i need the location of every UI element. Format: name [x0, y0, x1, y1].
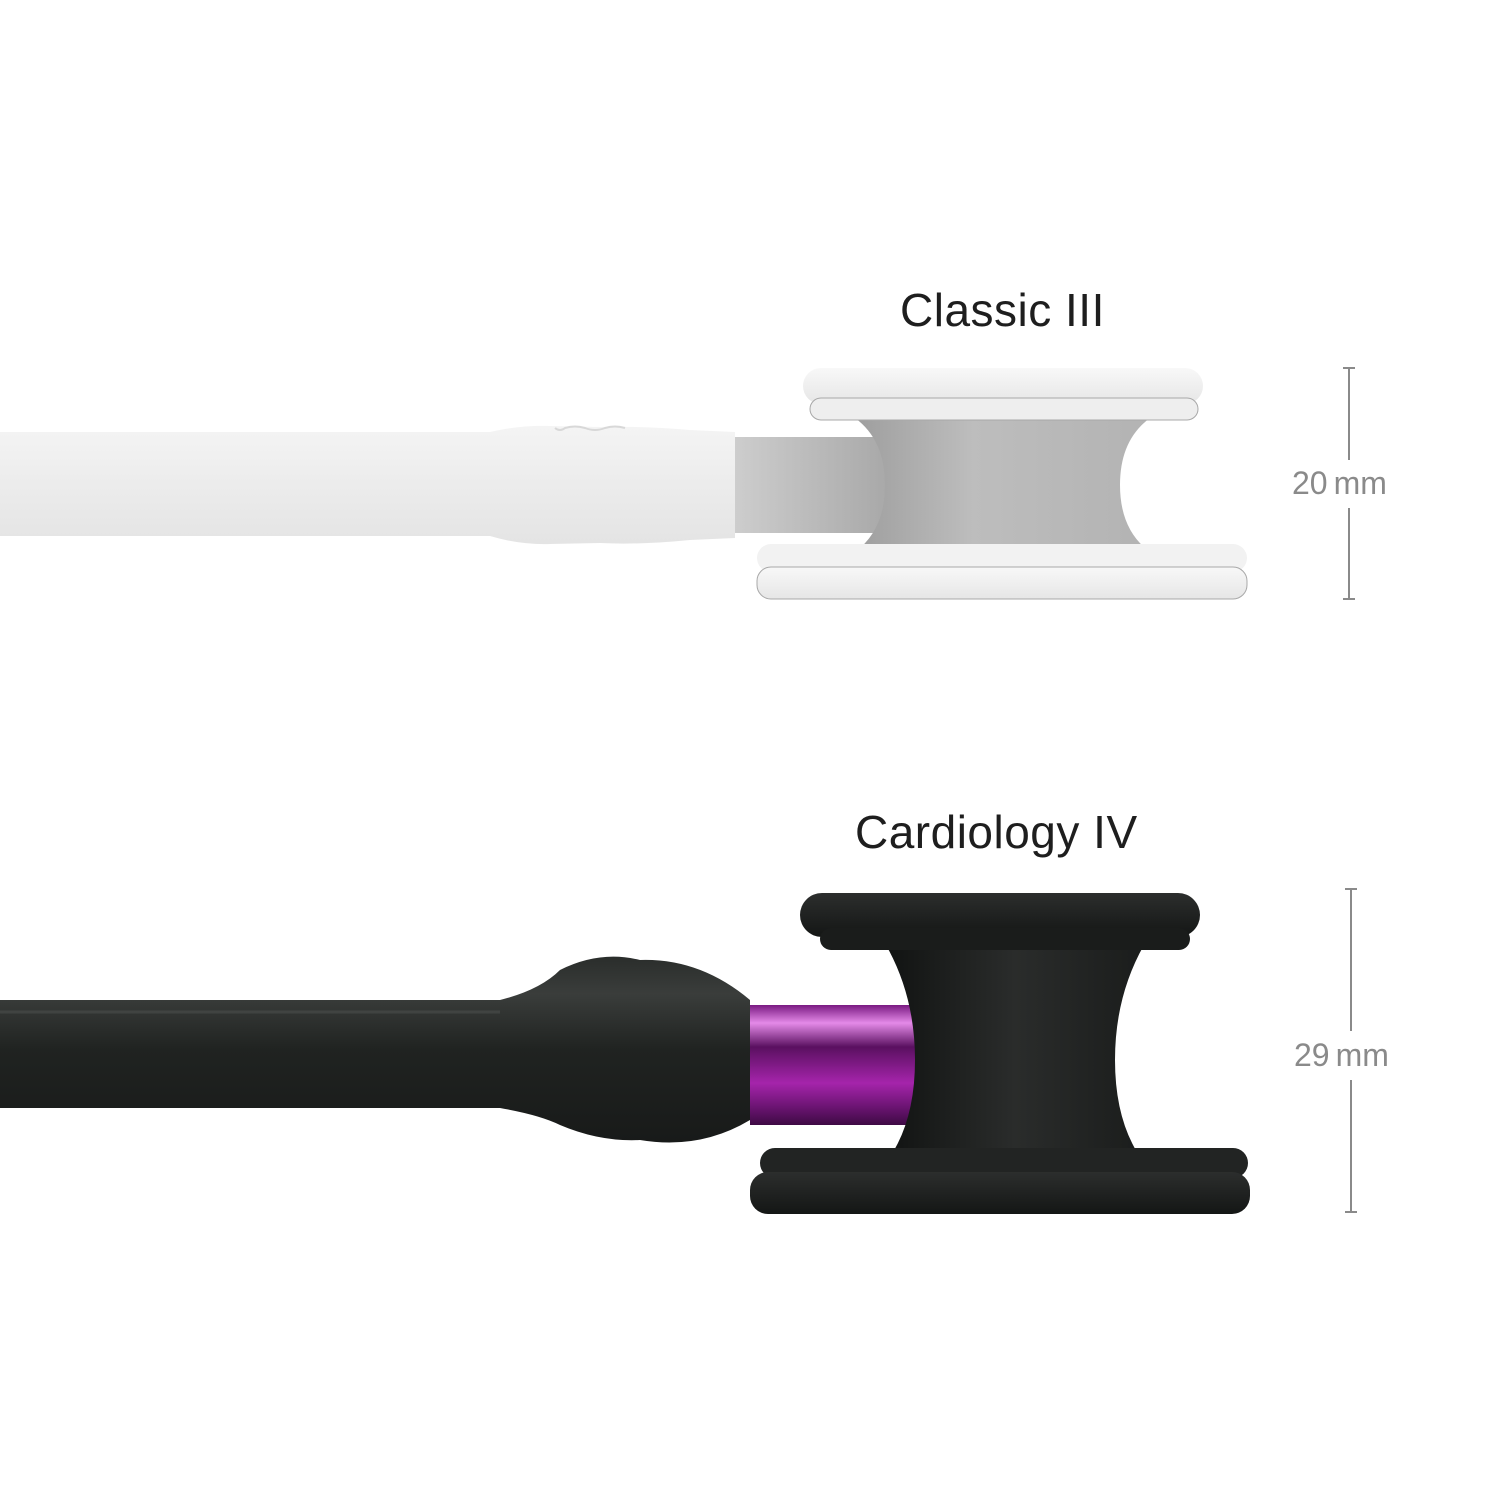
dimension-line-bottom: [1350, 1080, 1352, 1212]
product-label-classic-iii: Classic III: [900, 284, 1105, 336]
dimension-unit: mm: [1335, 1037, 1389, 1073]
dimension-line-bottom: [1348, 508, 1350, 600]
dimension-value: 20: [1292, 465, 1328, 501]
dimension-cap-bottom: [1345, 1211, 1357, 1213]
classic-iii-stethoscope: [0, 368, 1248, 600]
dimension-unit: mm: [1333, 465, 1387, 501]
dimension-cap-bottom: [1343, 598, 1355, 600]
dimension-line-top: [1350, 889, 1352, 1031]
cardiology-iv-stethoscope: [0, 893, 1250, 1214]
dimension-value: 29: [1294, 1037, 1330, 1073]
dimension-line-top: [1348, 368, 1350, 460]
product-label-cardiology-iv: Cardiology IV: [855, 806, 1138, 858]
